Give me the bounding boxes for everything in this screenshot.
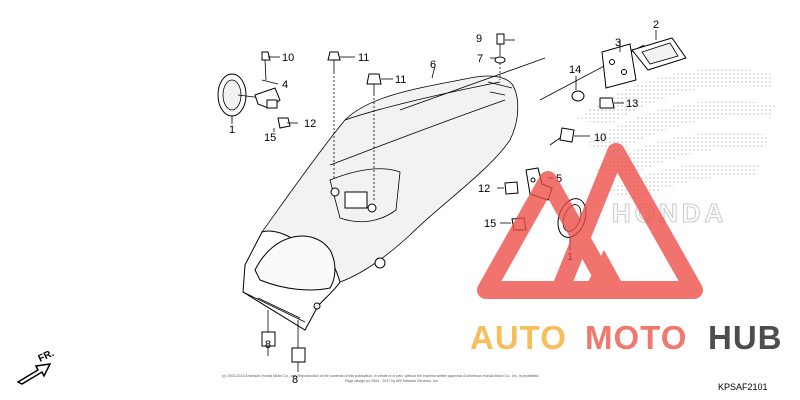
automotohub-logo-mark [477, 143, 703, 299]
bolt-9 [494, 33, 506, 80]
callout-15-right: 15 [484, 218, 496, 230]
callout-1-left: 1 [229, 124, 235, 136]
reflector-assembly-right [601, 37, 687, 89]
callout-8-right: 8 [292, 374, 298, 386]
callout-11-right: 11 [395, 74, 406, 86]
bolt-11-right [366, 73, 382, 200]
callout-8-left: 8 [265, 339, 271, 351]
direction-label: FR. [37, 348, 56, 365]
callout-13: 13 [626, 98, 638, 110]
front-direction-arrow: FR. [16, 348, 56, 385]
callout-9: 9 [476, 33, 482, 45]
automotohub-wordmark: AUTO MOTO HUB [470, 319, 783, 356]
callout-6: 6 [430, 59, 436, 71]
callout-10-left: 10 [282, 52, 294, 64]
callout-5: 5 [556, 173, 562, 185]
callout-7: 7 [477, 53, 483, 65]
callout-3: 3 [615, 37, 621, 49]
callout-12-right: 12 [478, 183, 490, 195]
legal-copyright-line: (c) 2003-2013 American Honda Motor Co., … [222, 374, 539, 378]
callout-11-left: 11 [358, 52, 369, 64]
rear-fender [261, 75, 519, 310]
honda-wordmark: HONDA [612, 198, 727, 228]
lower-mudguard [242, 230, 341, 331]
leader-line-3 [399, 57, 546, 111]
nut-12-right [504, 181, 519, 195]
nut-14 [571, 90, 585, 102]
callout-14: 14 [569, 64, 581, 76]
wordmark-moto: MOTO [585, 319, 687, 356]
reflector-bracket-left [254, 51, 291, 129]
callout-12-left: 12 [304, 118, 316, 130]
wordmark-hub: HUB [708, 319, 783, 356]
callout-10-right: 10 [594, 132, 606, 144]
callout-2: 2 [653, 19, 659, 31]
honda-wing-background-logo: HONDA [575, 68, 775, 229]
wordmark-auto: AUTO [470, 319, 567, 356]
callout-15-left: 15 [264, 132, 276, 144]
callout-leaders [231, 30, 657, 372]
collar-8-right [291, 320, 306, 363]
bolt-10-right [549, 127, 575, 146]
diagram-code: KPSAF2101 [718, 382, 768, 392]
callout-4: 4 [282, 79, 288, 91]
bolt-11-left [327, 51, 341, 180]
collar-8-left [261, 310, 276, 347]
nut-13 [599, 97, 615, 109]
legal-page-design-line: Page design (c) 2004 - 2017 by ARI Netwo… [345, 379, 439, 383]
